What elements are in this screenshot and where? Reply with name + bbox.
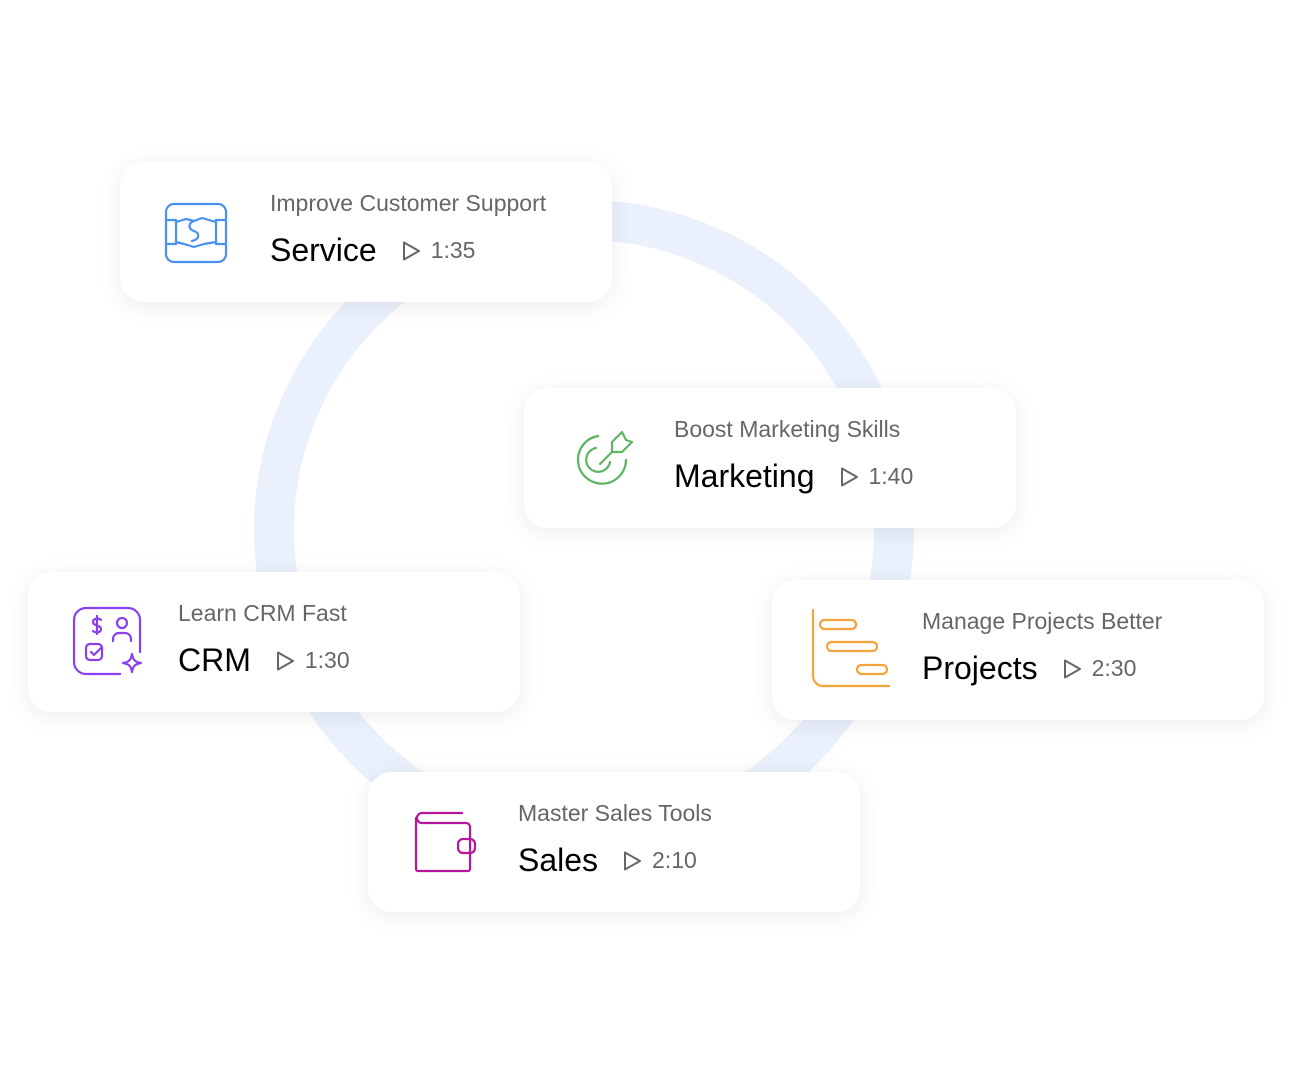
course-card-projects[interactable]: Manage Projects Better Projects 2:30 (772, 580, 1264, 720)
wallet-icon (414, 811, 477, 873)
card-duration: 1:40 (868, 463, 914, 489)
play-icon[interactable] (837, 465, 861, 489)
card-duration: 2:30 (1091, 655, 1137, 681)
play-icon[interactable] (620, 849, 644, 873)
card-subtitle: Manage Projects Better (922, 608, 1163, 634)
handshake-icon (164, 202, 228, 264)
card-duration: 1:30 (304, 647, 350, 673)
card-title: Projects (922, 650, 1038, 686)
card-title: Service (270, 232, 377, 268)
card-title: Sales (518, 842, 599, 878)
card-title: CRM (178, 642, 251, 678)
card-subtitle: Learn CRM Fast (178, 600, 347, 626)
course-card-sales[interactable]: Master Sales Tools Sales 2:10 (368, 772, 860, 912)
card-subtitle: Improve Customer Support (270, 190, 547, 216)
course-card-service[interactable]: Improve Customer Support Service 1:35 (120, 162, 612, 302)
card-duration: 2:10 (652, 847, 697, 873)
play-icon[interactable] (273, 649, 297, 673)
gantt-icon (811, 608, 890, 688)
play-icon[interactable] (399, 239, 423, 263)
play-icon[interactable] (1060, 657, 1084, 681)
crm-icon (72, 606, 143, 676)
course-card-crm[interactable]: Learn CRM Fast CRM 1:30 (28, 572, 520, 712)
card-subtitle: Master Sales Tools (518, 800, 712, 826)
card-title: Marketing (674, 458, 815, 494)
card-subtitle: Boost Marketing Skills (674, 416, 901, 442)
course-card-marketing[interactable]: Boost Marketing Skills Marketing 1:40 (524, 388, 1016, 528)
card-duration: 1:35 (430, 237, 476, 263)
target-icon (576, 430, 634, 485)
